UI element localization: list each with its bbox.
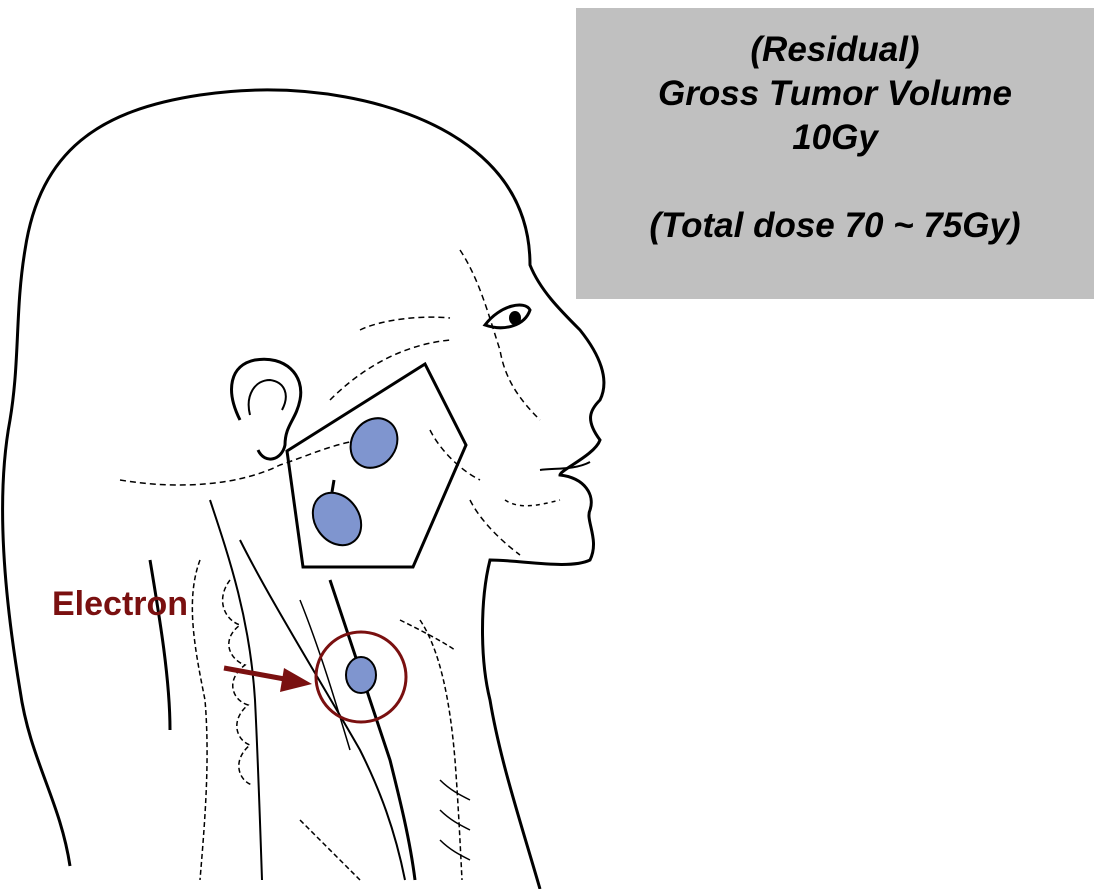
chin-fold bbox=[505, 500, 560, 506]
info-line-total-dose: (Total dose 70 ~ 75Gy) bbox=[649, 204, 1020, 248]
tumor-middle bbox=[303, 483, 371, 554]
gtv-info-box: (Residual) Gross Tumor Volume 10Gy (Tota… bbox=[576, 8, 1094, 299]
mouth bbox=[540, 462, 590, 470]
ear-outline bbox=[232, 359, 301, 459]
tumor-upper bbox=[341, 409, 407, 477]
info-line-residual: (Residual) bbox=[750, 28, 919, 72]
info-line-dose: 10Gy bbox=[792, 116, 878, 160]
info-line-gtv: Gross Tumor Volume bbox=[658, 72, 1012, 116]
ear-inner bbox=[249, 380, 286, 415]
electron-label: Electron bbox=[52, 585, 188, 624]
tumor-lower bbox=[346, 657, 376, 693]
electron-arrow-head bbox=[280, 668, 312, 692]
head-outline bbox=[3, 90, 604, 889]
